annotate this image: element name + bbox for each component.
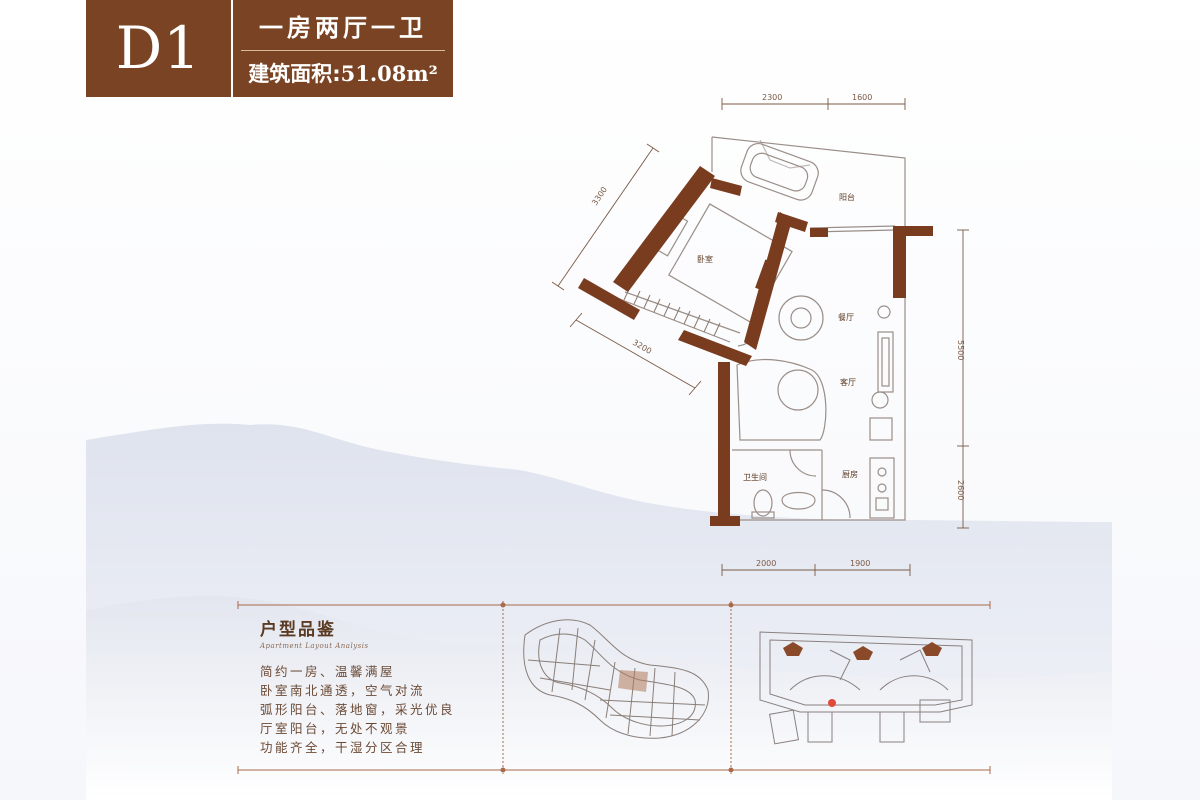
wardrobe-hatch <box>623 286 721 337</box>
building-area: 建筑面积:51.08m² <box>233 58 453 88</box>
dim-right-2: 2600 <box>956 480 965 500</box>
room-label-dining: 餐厅 <box>838 313 854 322</box>
analysis-line: 卧室南北通透，空气对流 <box>260 683 426 698</box>
dim-bottom-1: 2000 <box>756 559 776 568</box>
room-labels: 卧室 阳台 餐厅 客厅 厨房 卫生间 <box>697 192 858 482</box>
layout-analysis: 户型品鉴 Apartment Layout Analysis 简约一房、温馨满屋… <box>260 615 490 757</box>
site-plan-towers <box>783 642 942 660</box>
dim-left-diag-1: 3300 <box>590 185 609 207</box>
analysis-frame <box>237 601 991 774</box>
room-label-balcony: 阳台 <box>839 192 855 202</box>
walls <box>578 166 933 526</box>
dim-top-1: 2300 <box>762 93 782 102</box>
area-value: 51.08m² <box>340 61 438 86</box>
area-label: 建筑面积: <box>248 62 341 86</box>
dimension-labels: 2300 1600 2000 1900 5500 2600 3300 3200 <box>590 93 965 568</box>
analysis-line: 简约一房、温馨满屋 <box>260 664 396 679</box>
room-label-kitchen: 厨房 <box>842 469 858 479</box>
layout-type: 一房两厅一卫 <box>259 14 427 42</box>
room-label-living: 客厅 <box>840 377 856 387</box>
analysis-line: 弧形阳台、落地窗，采光优良 <box>260 702 456 717</box>
room-label-bathroom: 卫生间 <box>743 472 767 482</box>
analysis-line: 功能齐全，干湿分区合理 <box>260 740 426 755</box>
badge-separator <box>241 50 445 51</box>
room-label-bedroom: 卧室 <box>697 254 713 264</box>
dim-bottom-2: 1900 <box>850 559 870 568</box>
analysis-title: 户型品鉴 <box>260 620 336 640</box>
analysis-subtitle: Apartment Layout Analysis <box>260 642 369 650</box>
building-key-plan <box>523 619 709 739</box>
unit-info-badge: 一房两厅一卫 建筑面积:51.08m² <box>233 0 453 97</box>
badge-divider <box>231 0 233 97</box>
analysis-line: 厅室阳台，无处不观景 <box>260 721 411 736</box>
site-plan <box>759 631 973 745</box>
dim-top-2: 1600 <box>852 93 872 102</box>
dimension-lines <box>551 98 969 576</box>
analysis-list: 简约一房、温馨满屋 卧室南北通透，空气对流 弧形阳台、落地窗，采光优良 厅室阳台… <box>260 662 490 757</box>
unit-highlight <box>618 670 648 692</box>
unit-code-badge: D1 <box>86 0 231 97</box>
dim-right-1: 5500 <box>956 340 965 360</box>
site-plan-marker <box>828 699 836 707</box>
